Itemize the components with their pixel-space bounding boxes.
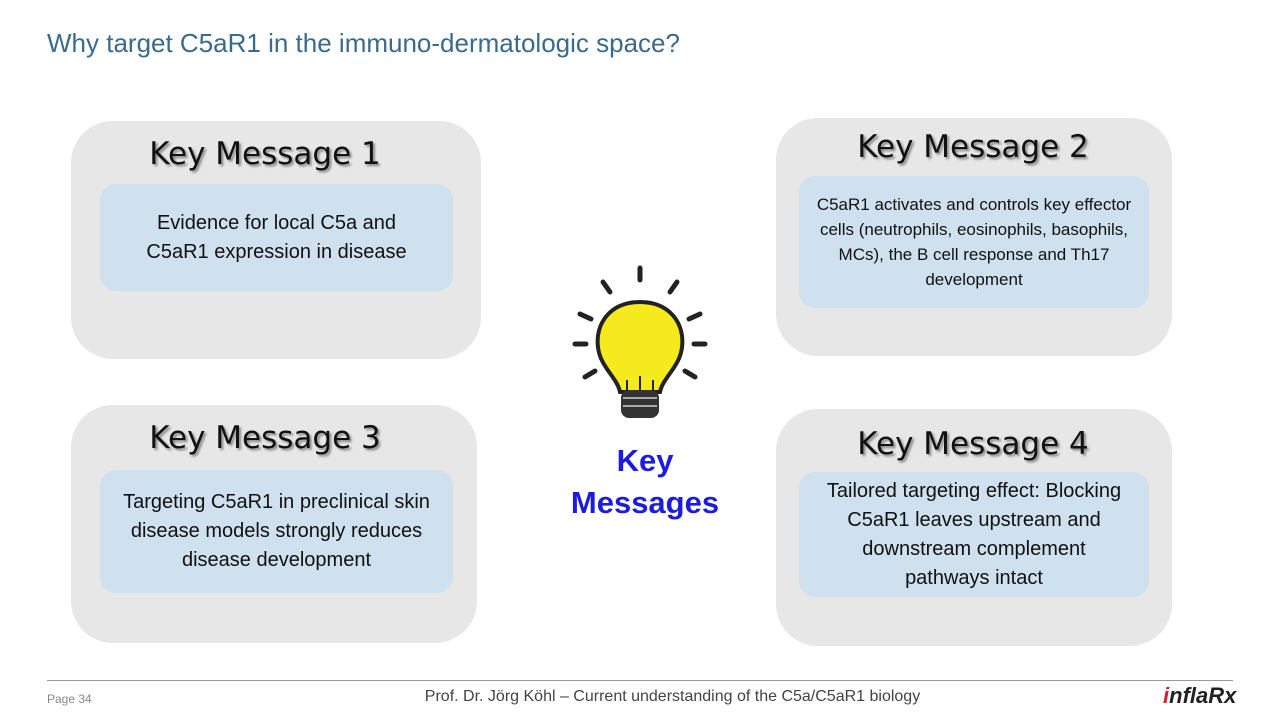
key-message-3-text: Targeting C5aR1 in preclinical skin dise… (100, 470, 453, 593)
key-message-4-title: Key Message 4 (857, 426, 1089, 462)
logo-rest: nflaRx (1169, 683, 1237, 708)
key-message-2-title: Key Message 2 (857, 129, 1089, 165)
footer-divider (47, 680, 1233, 681)
key-message-2-text: C5aR1 activates and controls key effecto… (799, 176, 1149, 308)
footer-text: Prof. Dr. Jörg Köhl – Current understand… (424, 688, 921, 705)
logo-i: i (1163, 683, 1170, 708)
key-message-1-text: Evidence for local C5a and C5aR1 express… (100, 184, 453, 291)
key-message-4-text: Tailored targeting effect: Blocking C5aR… (799, 472, 1149, 597)
lightbulb-icon (572, 265, 708, 418)
page-number: Page 34 (47, 692, 92, 706)
key-message-3-title: Key Message 3 (149, 420, 381, 456)
key-messages-line2: Messages (570, 485, 720, 520)
inflarx-logo: inflaRx (1163, 683, 1236, 709)
slide-title: Why target C5aR1 in the immuno-dermatolo… (47, 28, 680, 58)
key-message-1-title: Key Message 1 (149, 136, 381, 172)
key-messages-line1: Key (616, 443, 674, 478)
key-messages-label: Key Messages (545, 440, 745, 524)
